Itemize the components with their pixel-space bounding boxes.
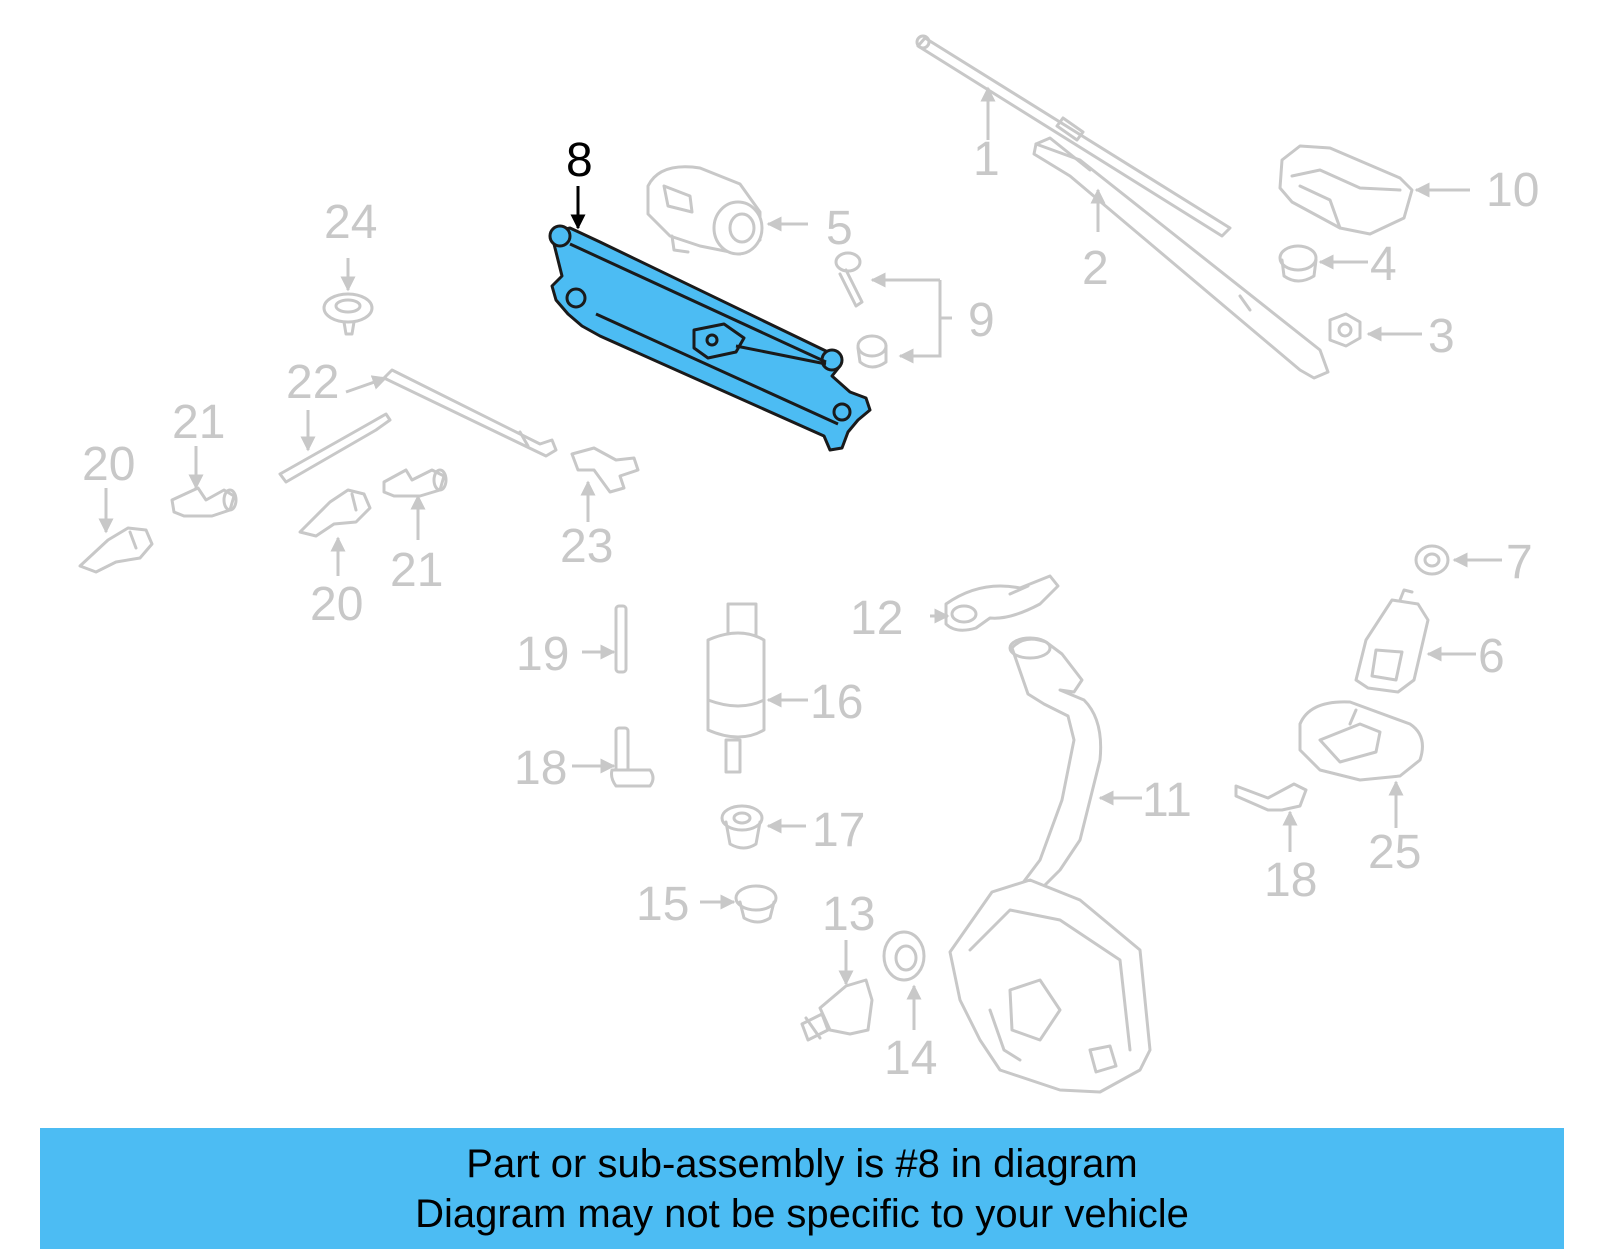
callout-19: 19 bbox=[516, 628, 569, 681]
part-8-wiper-linkage[interactable] bbox=[548, 224, 872, 452]
callout-17: 17 bbox=[812, 804, 865, 857]
callout-5: 5 bbox=[826, 202, 853, 255]
part-18-elbow-left[interactable] bbox=[610, 726, 655, 788]
callout-15: 15 bbox=[636, 878, 689, 931]
callout-8: 8 bbox=[566, 134, 593, 187]
callout-9: 9 bbox=[968, 294, 995, 347]
part-10-module[interactable] bbox=[1278, 144, 1414, 236]
callout-21a: 21 bbox=[172, 396, 225, 449]
callout-11: 11 bbox=[1142, 774, 1192, 827]
callout-12: 12 bbox=[850, 592, 903, 645]
callout-18a: 18 bbox=[514, 742, 567, 795]
part-20-nozzle-right[interactable] bbox=[298, 488, 372, 538]
part-21-connector-right[interactable] bbox=[382, 468, 448, 498]
part-23-y-connector[interactable] bbox=[570, 446, 640, 494]
part-7-grommet[interactable] bbox=[1414, 544, 1450, 576]
banner-line-part: Part or sub-assembly is #8 in diagram bbox=[466, 1141, 1138, 1186]
callout-1: 1 bbox=[973, 133, 1000, 186]
callout-18b: 18 bbox=[1264, 854, 1317, 907]
part-21-connector-left[interactable] bbox=[170, 486, 238, 518]
part-6-bracket[interactable] bbox=[1354, 588, 1430, 694]
part-20-nozzle-left[interactable] bbox=[78, 526, 154, 574]
part-1-wiper-blade[interactable] bbox=[915, 34, 1232, 238]
part-17-grommet[interactable] bbox=[720, 804, 764, 850]
callout-20b: 20 bbox=[310, 578, 363, 631]
part-16-washer-pump[interactable] bbox=[706, 602, 766, 774]
callout-13: 13 bbox=[822, 888, 875, 941]
part-19-pin[interactable] bbox=[614, 604, 628, 674]
callout-20a: 20 bbox=[82, 438, 135, 491]
callout-16: 16 bbox=[810, 676, 863, 729]
part-12-seal[interactable] bbox=[944, 574, 1060, 632]
part-15-plug[interactable] bbox=[734, 884, 778, 924]
callout-6: 6 bbox=[1478, 630, 1505, 683]
part-2-wiper-arm[interactable] bbox=[1032, 136, 1330, 380]
callout-24: 24 bbox=[324, 196, 377, 249]
part-25-cover[interactable] bbox=[1298, 700, 1424, 782]
part-3-nut[interactable] bbox=[1328, 312, 1362, 348]
callout-25: 25 bbox=[1368, 826, 1421, 879]
callout-4: 4 bbox=[1370, 238, 1397, 291]
part-14-grommet[interactable] bbox=[882, 930, 926, 982]
callout-7: 7 bbox=[1506, 536, 1533, 589]
part-24-clip[interactable] bbox=[322, 292, 374, 336]
callout-14: 14 bbox=[884, 1032, 937, 1085]
banner-line-disclaimer: Diagram may not be specific to your vehi… bbox=[415, 1191, 1189, 1236]
part-18-elbow-right[interactable] bbox=[1234, 782, 1308, 812]
part-11-washer-reservoir[interactable] bbox=[948, 636, 1152, 1094]
part-9-bolt-and-grommet[interactable] bbox=[834, 251, 888, 369]
callout-22: 22 bbox=[286, 356, 339, 409]
part-13-sensor[interactable] bbox=[800, 978, 874, 1042]
callout-2: 2 bbox=[1082, 242, 1109, 295]
part-5-wiper-motor[interactable] bbox=[646, 165, 764, 256]
callout-21b: 21 bbox=[390, 544, 443, 597]
callout-10: 10 bbox=[1486, 164, 1539, 217]
callout-3: 3 bbox=[1428, 310, 1455, 363]
part-4-cap[interactable] bbox=[1278, 244, 1318, 283]
info-banner: Part or sub-assembly is #8 in diagram Di… bbox=[40, 1128, 1564, 1249]
callout-23: 23 bbox=[560, 520, 613, 573]
